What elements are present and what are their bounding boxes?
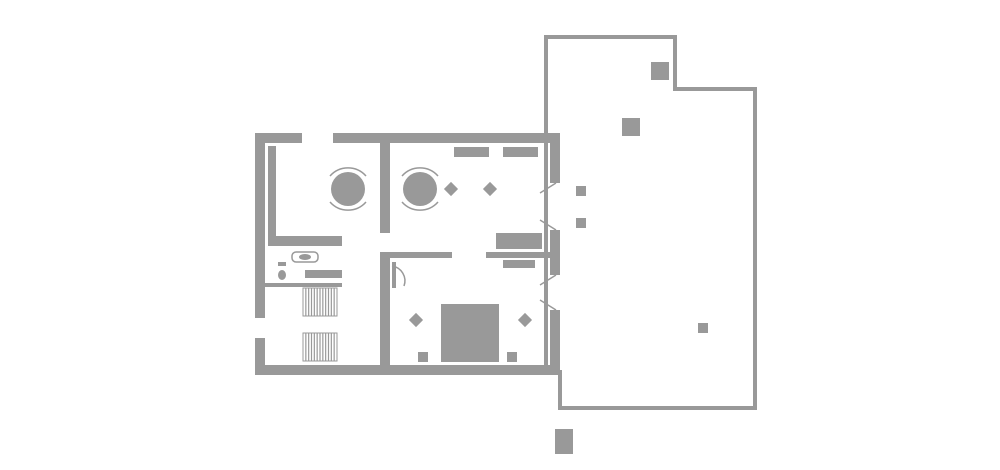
stairs-icon xyxy=(302,332,338,362)
nightstands xyxy=(418,352,517,362)
side-tables xyxy=(408,181,533,328)
bed-icon xyxy=(441,304,499,362)
sofa-icon xyxy=(496,233,542,268)
terrace-posts xyxy=(555,62,708,454)
post-3 xyxy=(576,186,586,196)
post-4 xyxy=(576,218,586,228)
post-1 xyxy=(651,62,669,80)
interior-walls xyxy=(265,143,550,365)
bathtub-icon xyxy=(291,251,319,263)
exterior-walls xyxy=(255,133,560,375)
terrace-outline xyxy=(544,35,757,410)
door-swing-icon xyxy=(391,262,406,288)
post-2 xyxy=(622,118,640,136)
round-table-icon xyxy=(401,167,439,211)
post-6 xyxy=(555,429,573,454)
toilet-icon xyxy=(278,262,286,280)
counters xyxy=(454,147,538,157)
round-table-icon xyxy=(329,167,367,211)
door-swing-icon xyxy=(539,182,557,311)
post-5 xyxy=(698,323,708,333)
counter-bathroom xyxy=(305,270,342,278)
stairs-icon xyxy=(302,287,338,317)
